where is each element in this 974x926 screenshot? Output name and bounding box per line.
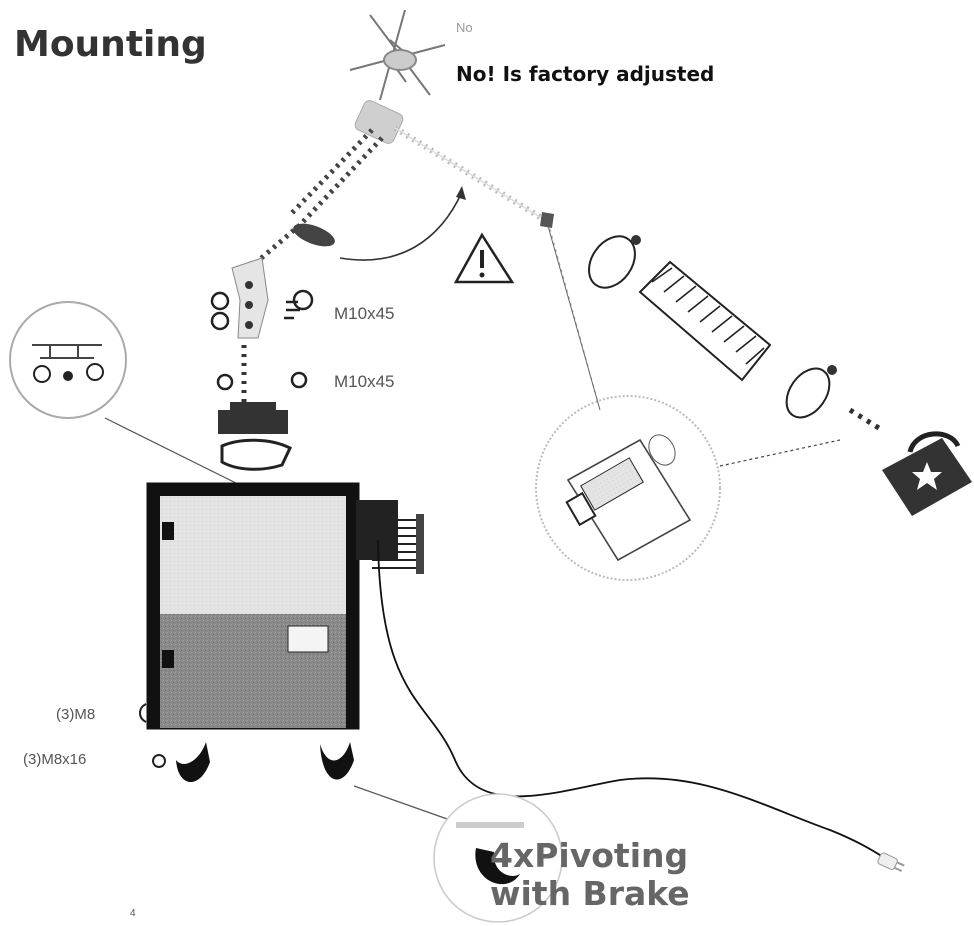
plug-icon	[877, 852, 905, 873]
caster-detail	[353, 785, 563, 923]
padlock-icon	[882, 431, 972, 516]
crossed-label: No	[456, 20, 473, 35]
factory-adjusted-note: No! Is factory adjusted	[456, 62, 715, 86]
power-cable	[377, 539, 889, 861]
fasteners	[210, 289, 314, 405]
crossed-out-part	[349, 9, 446, 101]
caster-label-line1: 4xPivoting	[490, 836, 689, 875]
extraction-cabinet	[146, 482, 424, 783]
caster-label-line2: with Brake	[490, 874, 690, 913]
page-title: Mounting	[14, 24, 207, 65]
swivel-base	[218, 402, 292, 471]
page-footnote: 4	[130, 908, 136, 919]
bolt-label-lower: M10x45	[334, 372, 395, 391]
mast-plate	[231, 257, 269, 339]
detail-circle-left	[9, 301, 252, 496]
screw-label-m8: (3)M8	[56, 706, 96, 723]
arm-main	[243, 128, 384, 274]
clamp-icon	[535, 225, 841, 581]
hose-icon	[588, 235, 884, 433]
arm-joint-top	[354, 100, 404, 144]
screw-label-m8x16: (3)M8x16	[23, 751, 87, 768]
bolt-label-upper: M10x45	[334, 304, 395, 323]
warning-icon	[453, 232, 515, 284]
